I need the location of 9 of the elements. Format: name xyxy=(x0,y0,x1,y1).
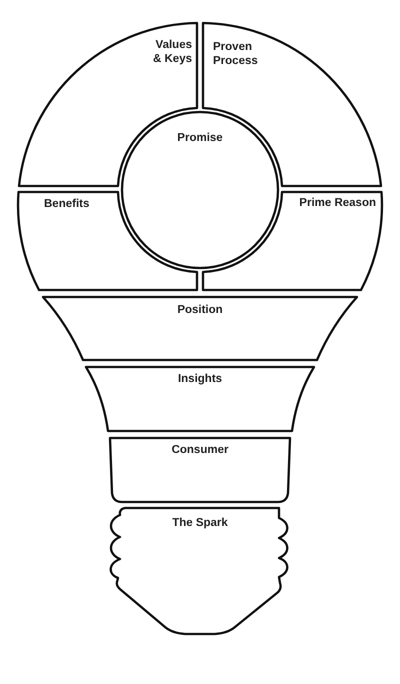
segment-label: Position xyxy=(176,303,224,317)
segment-label: Proven Process xyxy=(213,40,259,68)
segment-label: Insights xyxy=(176,372,224,386)
segment-label: Values & Keys xyxy=(152,38,192,66)
segment-label: Consumer xyxy=(170,443,230,457)
segment-label: Prime Reason xyxy=(298,196,376,210)
segment-label: Benefits xyxy=(44,197,90,211)
segment-label: The Spark xyxy=(171,516,229,530)
segment-label: Promise xyxy=(176,131,224,145)
